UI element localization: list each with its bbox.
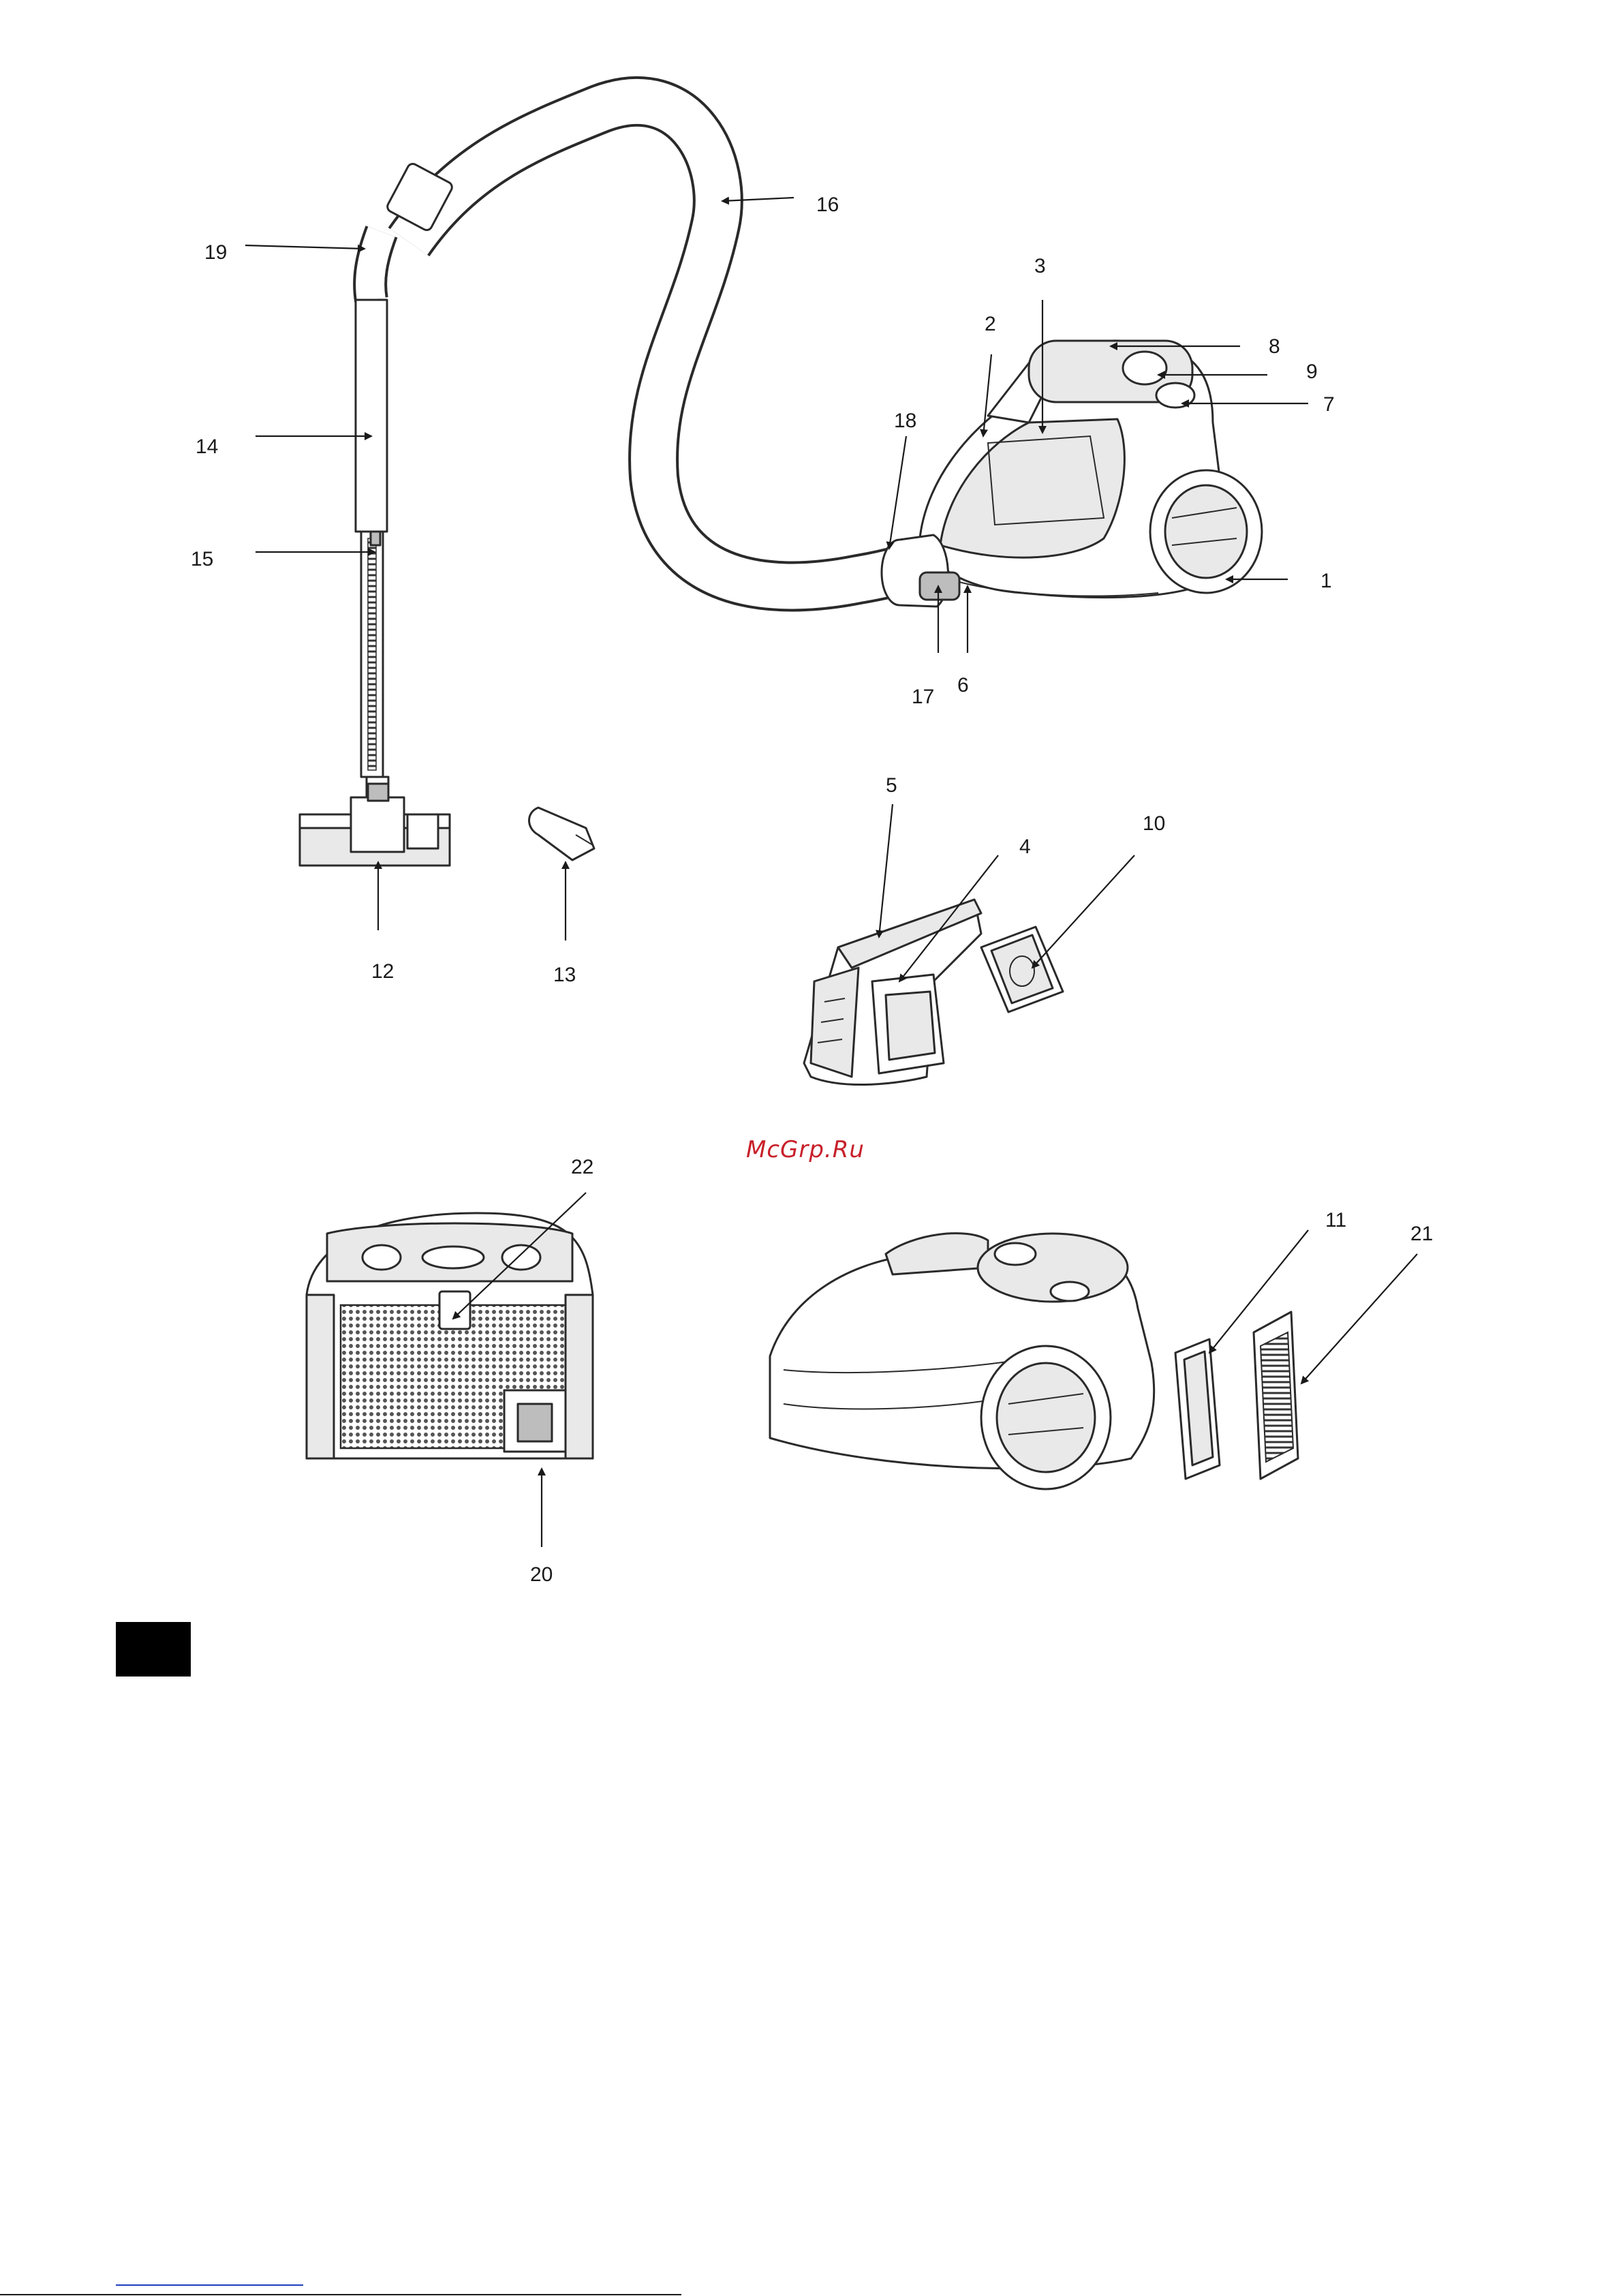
callout-7: 7 [1323,393,1335,416]
vacuum-side-view [770,1234,1154,1489]
callout-13: 13 [553,964,576,986]
language-marker-block [116,1622,191,1677]
dust-container [804,900,981,1085]
callout-21: 21 [1410,1223,1433,1245]
callout-5: 5 [886,774,897,797]
callout-11: 11 [1325,1209,1346,1231]
callout-10: 10 [1143,812,1165,835]
callout-18: 18 [894,410,916,432]
callout-4: 4 [1019,836,1031,858]
callout-2: 2 [985,313,996,335]
callout-22: 22 [571,1156,593,1178]
callout-16: 16 [816,194,839,216]
vacuum-front-view [307,1213,593,1458]
watermark-text: McGrp.Ru [746,1136,865,1163]
callout-20: 20 [530,1563,553,1586]
crevice-tool [529,808,595,860]
hepa-filter-10 [981,927,1063,1012]
callout-1: 1 [1320,570,1332,592]
callout-12: 12 [371,960,394,983]
vacuum-main-unit [882,341,1262,607]
outlet-grille-21 [1254,1312,1298,1479]
callout-15: 15 [191,548,213,570]
callout-9: 9 [1306,361,1318,383]
callout-14: 14 [196,435,218,458]
hose-assembly [300,102,916,866]
callout-6: 6 [957,674,969,697]
motor-filter-11 [1175,1339,1220,1479]
callout-8: 8 [1269,335,1280,358]
callout-17: 17 [912,686,934,708]
callout-19: 19 [204,241,227,264]
callout-3: 3 [1034,255,1046,277]
